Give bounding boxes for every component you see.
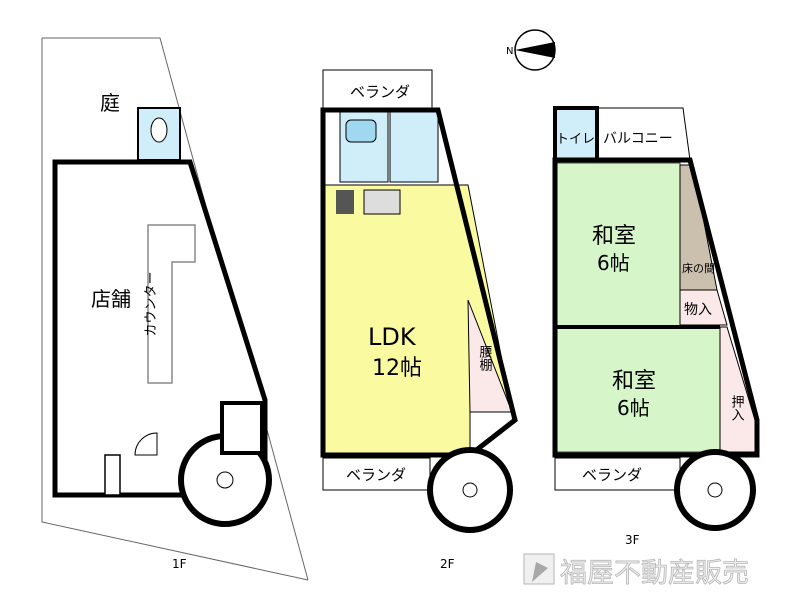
veranda-bottom-label: ベランダ	[346, 466, 406, 484]
veranda-3f-label: ベランダ	[582, 466, 642, 484]
washitsu-2	[554, 326, 721, 453]
ldk-size-label: 12帖	[372, 356, 422, 381]
stairs-2f	[427, 447, 513, 533]
tokonoma-label: 床の間	[682, 261, 715, 275]
compass-icon: N	[506, 29, 556, 71]
veranda-top-2f	[322, 69, 433, 111]
floor-1f: 庭 店舗 カウンター 1F	[41, 37, 309, 581]
floor-label-1f: 1F	[172, 557, 187, 571]
north-label: N	[506, 46, 513, 57]
garden-label: 庭	[100, 91, 120, 115]
balcony-label: バルコニー	[603, 131, 673, 147]
storage	[679, 289, 728, 326]
watermark: 福屋不動産販売	[523, 553, 749, 589]
stairs-3f	[674, 449, 756, 531]
veranda-top-label: ベランダ	[350, 83, 410, 101]
washroom	[389, 111, 439, 183]
shop-label: 店舗	[91, 287, 131, 311]
floor-2f: ベランダ LDK 12帖 腰棚 ベランダ 2F	[320, 69, 518, 571]
toilet-label: トイレ	[556, 132, 595, 147]
veranda-3f	[554, 457, 681, 491]
floor-3f: トイレ バルコニー 和室 6帖 床の間 物入 和室 6帖 押入 ベランダ 3F	[552, 106, 760, 547]
watermark-text: 福屋不動産販売	[560, 558, 749, 589]
washitsu-1	[554, 162, 681, 328]
storage-label: 物入	[684, 302, 712, 318]
waist-shelf-label: 腰棚	[477, 345, 493, 371]
washitsu2-size-label: 6帖	[617, 396, 650, 420]
counter-label: カウンター	[144, 271, 159, 336]
ldk-area	[322, 184, 513, 456]
washitsu1-size-label: 6帖	[597, 251, 630, 275]
washitsu1-label: 和室	[592, 224, 636, 249]
ldk-label: LDK	[368, 323, 417, 351]
counter	[147, 224, 196, 384]
closet-label: 押入	[729, 395, 745, 421]
floor-label-3f: 3F	[625, 533, 640, 547]
washitsu2-label: 和室	[612, 369, 656, 394]
floor-label-2f: 2F	[440, 557, 455, 571]
veranda-bottom-2f	[322, 457, 431, 491]
